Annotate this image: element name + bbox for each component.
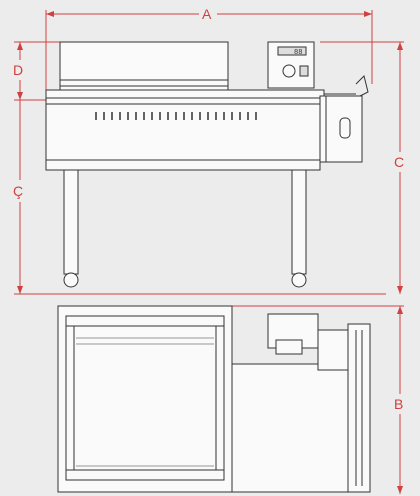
top-conveyor bbox=[347, 323, 371, 493]
side-panel bbox=[317, 329, 349, 371]
conveyor-handle bbox=[339, 117, 351, 139]
top-view bbox=[57, 305, 371, 493]
front-left-leg bbox=[63, 169, 79, 275]
front-left-wheel-icon bbox=[63, 272, 79, 288]
dim-label-c-cedilla: Ç bbox=[13, 183, 23, 199]
shrink-tunnel bbox=[231, 363, 349, 493]
sealing-frame bbox=[57, 305, 233, 493]
frame-hatching bbox=[76, 337, 214, 467]
dimension-arrows bbox=[17, 11, 403, 494]
top-plate bbox=[45, 89, 325, 99]
display-readout: 88 bbox=[294, 49, 302, 57]
main-body bbox=[45, 97, 321, 171]
control-dial-icon bbox=[282, 64, 296, 78]
dim-label-c: C bbox=[394, 154, 404, 170]
front-view bbox=[45, 41, 369, 288]
sealing-bar-top bbox=[65, 315, 225, 327]
dim-label-b: B bbox=[394, 396, 403, 412]
sealing-bar-left bbox=[65, 325, 75, 471]
dim-label-d: D bbox=[13, 62, 23, 78]
front-right-wheel-icon bbox=[291, 272, 307, 288]
sealing-lid bbox=[59, 41, 229, 91]
dim-label-a: A bbox=[202, 6, 212, 22]
front-right-leg bbox=[291, 169, 307, 275]
control-knob-block bbox=[275, 339, 303, 355]
display-panel bbox=[277, 46, 307, 56]
sealing-bar-right bbox=[215, 325, 225, 471]
sealing-bar-bottom bbox=[65, 469, 225, 481]
vent-slots bbox=[95, 112, 257, 120]
